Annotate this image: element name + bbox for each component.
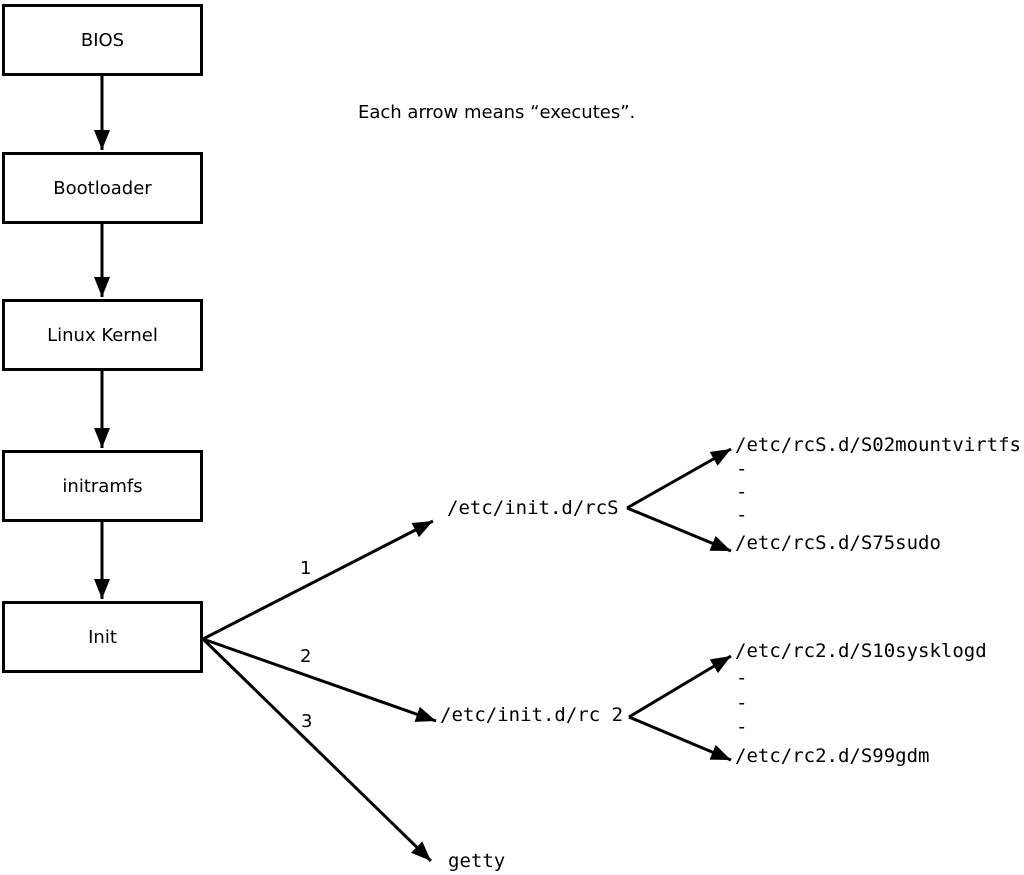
branch-label-3: 3 xyxy=(301,711,313,732)
arrow-init-to-rc2 xyxy=(202,637,437,723)
target-rc2: /etc/init.d/rc 2 xyxy=(440,704,624,726)
node-linux-kernel-label: Linux Kernel xyxy=(47,324,158,346)
arrow-rc2-to-first-script xyxy=(628,654,732,719)
arrow-rcS-to-first-script xyxy=(626,447,732,510)
node-init: Init xyxy=(2,601,203,673)
rcS-script-last: /etc/rcS.d/S75sudo xyxy=(735,532,941,554)
node-init-label: Init xyxy=(88,626,117,648)
rc2-ellipsis-dash: - xyxy=(736,692,748,714)
rc2-ellipsis-dash: - xyxy=(736,716,748,738)
rc2-ellipsis-dash: - xyxy=(736,667,748,689)
arrow-rc2-to-last-script xyxy=(628,715,732,762)
node-linux-kernel: Linux Kernel xyxy=(2,299,203,371)
rcS-script-first: /etc/rcS.d/S02mountvirtfs xyxy=(735,434,1021,456)
node-bootloader-label: Bootloader xyxy=(53,177,152,199)
rcS-ellipsis-dash: - xyxy=(736,481,748,503)
node-initramfs-label: initramfs xyxy=(62,475,143,497)
target-rcS: /etc/init.d/rcS xyxy=(447,497,619,519)
node-bios: BIOS xyxy=(2,4,203,76)
arrow-init-to-getty xyxy=(201,637,433,863)
rc2-script-first: /etc/rc2.d/S10sysklogd xyxy=(735,640,987,662)
arrow-init-to-rcS xyxy=(202,519,434,641)
branch-label-1: 1 xyxy=(300,558,312,579)
node-initramfs: initramfs xyxy=(2,450,203,522)
node-bootloader: Bootloader xyxy=(2,152,203,224)
legend-note: Each arrow means “executes”. xyxy=(358,102,636,123)
rcS-ellipsis-dash: - xyxy=(736,458,748,480)
target-getty: getty xyxy=(448,850,506,872)
node-bios-label: BIOS xyxy=(80,29,125,51)
branch-label-2: 2 xyxy=(300,646,312,667)
rcS-ellipsis-dash: - xyxy=(736,504,748,526)
arrow-rcS-to-last-script xyxy=(626,506,732,553)
rc2-script-last: /etc/rc2.d/S99gdm xyxy=(735,745,930,767)
